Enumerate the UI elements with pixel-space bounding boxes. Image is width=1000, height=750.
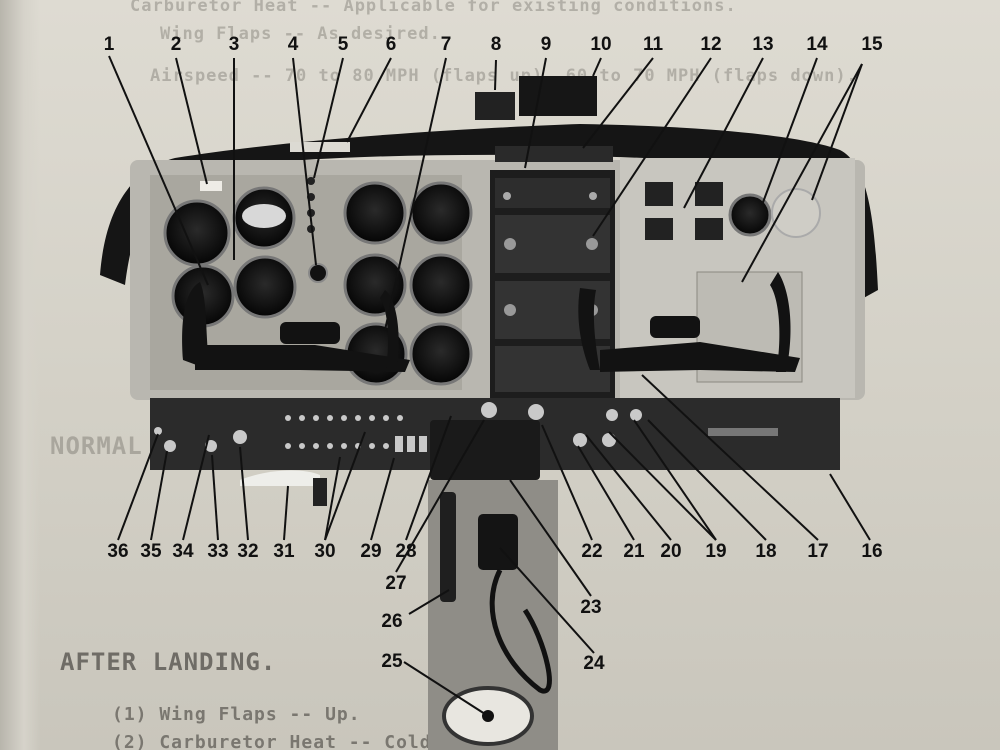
callout-17: 17 xyxy=(807,541,829,562)
callout-9: 9 xyxy=(540,34,552,55)
callout-36: 36 xyxy=(107,541,129,562)
callout-8: 8 xyxy=(490,34,502,55)
callout-21: 21 xyxy=(623,541,645,562)
callout-24: 24 xyxy=(583,653,605,674)
callout-35: 35 xyxy=(140,541,162,562)
callout-31: 31 xyxy=(273,541,295,562)
callout-11: 11 xyxy=(642,34,664,55)
callout-14: 14 xyxy=(806,34,828,55)
callout-26: 26 xyxy=(381,611,403,632)
callout-33: 33 xyxy=(207,541,229,562)
callout-34: 34 xyxy=(172,541,194,562)
callout-16: 16 xyxy=(861,541,883,562)
callout-28: 28 xyxy=(395,541,417,562)
callout-13: 13 xyxy=(752,34,774,55)
callout-2: 2 xyxy=(170,34,182,55)
callout-10: 10 xyxy=(590,34,612,55)
callout-leader-lines xyxy=(108,55,871,715)
callout-4: 4 xyxy=(287,34,299,55)
callout-25: 25 xyxy=(381,651,403,672)
callout-30: 30 xyxy=(314,541,336,562)
section-heading-after-landing: AFTER LANDING. xyxy=(60,648,277,676)
control-yokes xyxy=(182,272,800,372)
callout-18: 18 xyxy=(755,541,777,562)
callout-27: 27 xyxy=(385,573,407,594)
callout-3: 3 xyxy=(228,34,240,55)
section-heading-normal: NORMAL xyxy=(50,432,143,460)
callout-12: 12 xyxy=(700,34,722,55)
callout-20: 20 xyxy=(660,541,682,562)
page-edge-shadow xyxy=(0,0,40,750)
manual-text-line-c: Airspeed -- 70 to 80 MPH (flaps up), 60 … xyxy=(150,66,858,86)
after-landing-step-1: (1) Wing Flaps -- Up. xyxy=(112,704,361,725)
callout-23: 23 xyxy=(580,597,602,618)
callout-32: 32 xyxy=(237,541,259,562)
manual-text-line-b: Wing Flaps -- As desired. xyxy=(160,24,441,44)
callout-19: 19 xyxy=(705,541,727,562)
callout-7: 7 xyxy=(440,34,452,55)
callout-15: 15 xyxy=(861,34,883,55)
callout-22: 22 xyxy=(581,541,603,562)
callout-6: 6 xyxy=(385,34,397,55)
callout-5: 5 xyxy=(337,34,349,55)
after-landing-step-2: (2) Carburetor Heat -- Cold. xyxy=(112,732,444,750)
callout-29: 29 xyxy=(360,541,382,562)
callout-1: 1 xyxy=(103,34,115,55)
manual-text-line-a: Carburetor Heat -- Applicable for existi… xyxy=(130,0,737,16)
